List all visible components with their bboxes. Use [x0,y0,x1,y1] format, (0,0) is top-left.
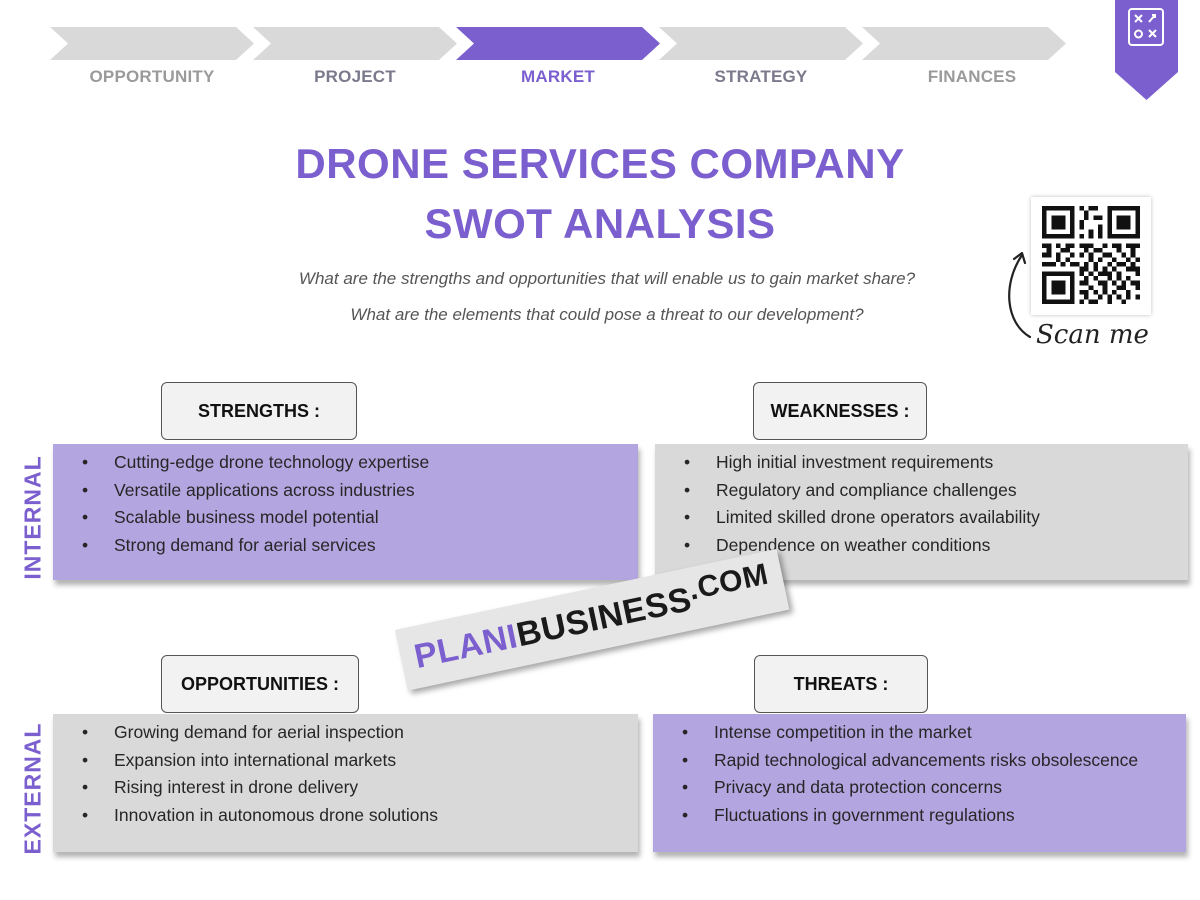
threats-box: Intense competition in the market Rapid … [653,714,1186,852]
opportunities-box: Growing demand for aerial inspection Exp… [53,714,638,852]
watermark-com: .COM [685,557,772,607]
watermark-business: BUSINESS [512,579,695,654]
curved-arrow-icon [1008,251,1032,339]
list-item: Rising interest in drone delivery [82,774,638,802]
step-project[interactable] [253,27,457,60]
page-title-line1: DRONE SERVICES COMPANY [295,140,905,187]
step-finances[interactable] [862,27,1066,60]
step-opportunity[interactable] [50,27,254,60]
strengths-box: Cutting-edge drone technology expertise … [53,444,638,580]
scan-me-text: Scan me [1036,320,1149,350]
list-item: High initial investment requirements [684,449,1188,477]
opportunities-label: OPPORTUNITIES : [161,655,359,713]
threats-label: THREATS : [754,655,928,713]
question-1: What are the strengths and opportunities… [298,269,916,288]
list-item: Limited skilled drone operators availabi… [684,504,1188,532]
list-item: Growing demand for aerial inspection [82,719,638,747]
step-label-finances[interactable]: FINANCES [927,67,1017,86]
step-label-opportunity[interactable]: OPPORTUNITY [89,67,215,86]
list-item: Scalable business model potential [82,504,638,532]
list-item: Versatile applications across industries [82,477,638,505]
qr-code-icon [1042,206,1140,304]
list-item: Strong demand for aerial services [82,532,638,560]
step-label-strategy[interactable]: STRATEGY [714,67,808,86]
list-item: Intense competition in the market [682,719,1186,747]
strengths-label: STRENGTHS : [161,382,357,440]
list-item: Dependence on weather conditions [684,532,1188,560]
list-item: Cutting-edge drone technology expertise [82,449,638,477]
tic-tac-toe-strategy-icon [1128,8,1164,46]
step-market[interactable] [456,27,660,60]
page-title-line2: SWOT ANALYSIS [424,200,776,247]
weaknesses-label: WEAKNESSES : [753,382,927,440]
step-label-project[interactable]: PROJECT [314,67,396,86]
list-item: Regulatory and compliance challenges [684,477,1188,505]
list-item: Expansion into international markets [82,747,638,775]
corner-badge[interactable] [1115,0,1178,100]
list-item: Rapid technological advancements risks o… [682,747,1186,775]
question-2: What are the elements that could pose a … [350,305,864,324]
list-item: Fluctuations in government regulations [682,802,1186,830]
step-label-market[interactable]: MARKET [521,67,595,86]
internal-label: INTERNAL [19,455,46,580]
qr-code[interactable] [1031,197,1151,315]
list-item: Innovation in autonomous drone solutions [82,802,638,830]
step-strategy[interactable] [659,27,863,60]
weaknesses-box: High initial investment requirements Reg… [655,444,1188,580]
list-item: Privacy and data protection concerns [682,774,1186,802]
watermark-plani: PLANI [410,616,521,676]
external-label: EXTERNAL [19,722,46,855]
